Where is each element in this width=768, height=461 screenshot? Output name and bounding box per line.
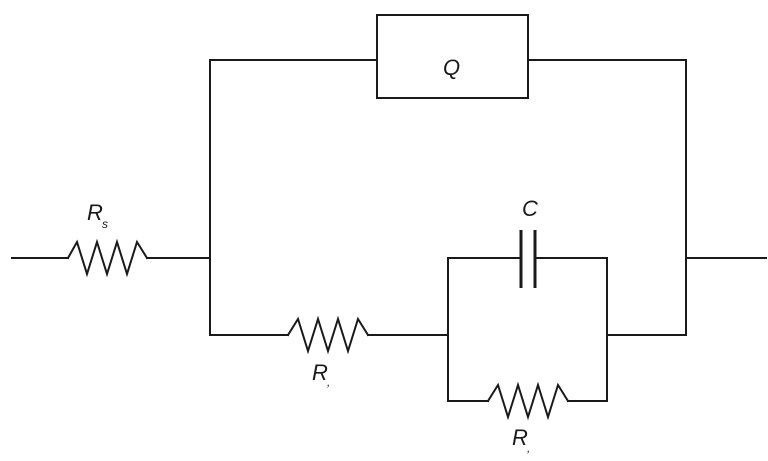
resistor-r2 [286, 315, 370, 355]
label-r2-subscript: , [327, 375, 330, 389]
resistor-r3 [486, 381, 570, 421]
label-rs-subscript: s [102, 217, 108, 231]
label-rs: R [87, 200, 103, 225]
label-r3: R [512, 425, 528, 450]
label-q: Q [443, 55, 460, 80]
resistor-rs [66, 238, 149, 278]
cpe-q-box [376, 14, 529, 99]
label-r2: R [312, 360, 328, 385]
label-c: C [522, 196, 538, 221]
label-r3-subscript: , [527, 441, 530, 455]
